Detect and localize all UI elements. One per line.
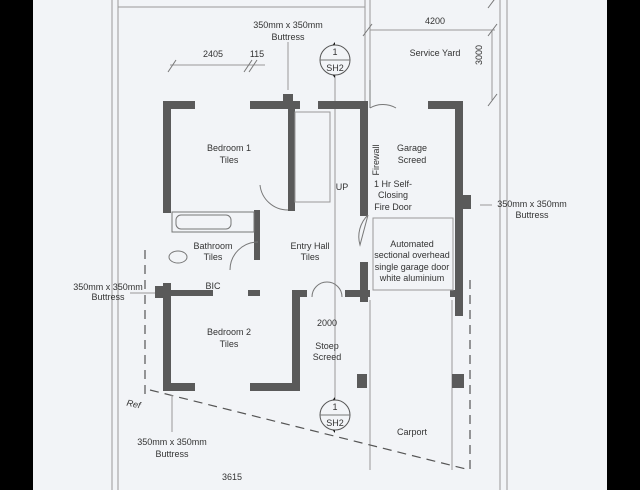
bathroom-label: Bathroom bbox=[193, 241, 232, 251]
dimension-3000: 3000 bbox=[474, 45, 484, 65]
buttress-label-top-2: Buttress bbox=[271, 32, 305, 42]
section-sheet: SH2 bbox=[326, 63, 344, 73]
fixtures bbox=[168, 80, 454, 298]
section-marker-top: 1 SH2 bbox=[319, 42, 351, 78]
dimension-115: 115 bbox=[250, 49, 264, 59]
buttress-label-top: 350mm x 350mm bbox=[253, 20, 323, 30]
stoep-floor: Screed bbox=[313, 352, 342, 362]
dimension-2000: 2000 bbox=[317, 318, 337, 328]
fire-door-label-1: 1 Hr Self- bbox=[374, 179, 412, 189]
bedroom1-floor: Tiles bbox=[220, 155, 239, 165]
bedroom1-label: Bedroom 1 bbox=[207, 143, 251, 153]
garage-door-label-4: white aluminium bbox=[379, 273, 445, 283]
entry-hall-floor: Tiles bbox=[301, 252, 320, 262]
bic-label: BIC bbox=[205, 281, 221, 291]
ref-annotation: Ref bbox=[126, 398, 143, 411]
section-marker-bottom: 1 SH2 bbox=[319, 397, 351, 433]
stoep-label: Stoep bbox=[315, 341, 339, 351]
carport-label: Carport bbox=[397, 427, 428, 437]
dimension-4200: 4200 bbox=[425, 16, 445, 26]
fire-door-label-2: Closing bbox=[378, 190, 408, 200]
bedroom2-label: Bedroom 2 bbox=[207, 327, 251, 337]
garage-floor: Screed bbox=[398, 155, 427, 165]
walls bbox=[155, 94, 471, 391]
bathroom-floor: Tiles bbox=[204, 252, 223, 262]
buttress-label-right: 350mm x 350mm bbox=[497, 199, 567, 209]
buttress-label-right-2: Buttress bbox=[515, 210, 549, 220]
garage-door-label-1: Automated bbox=[390, 239, 434, 249]
garage-door-label-3: single garage door bbox=[375, 262, 450, 272]
buttress-label-left: 350mm x 350mm bbox=[73, 282, 143, 292]
stairs-up-label: UP bbox=[336, 182, 349, 192]
entry-hall-label: Entry Hall bbox=[290, 241, 329, 251]
dimension-2405: 2405 bbox=[203, 49, 223, 59]
section-number: 1 bbox=[332, 402, 337, 412]
buttress-label-left-2: Buttress bbox=[91, 292, 125, 302]
garage-door-label-2: sectional overhead bbox=[374, 250, 450, 260]
service-yard-label: Service Yard bbox=[410, 48, 461, 58]
boundary-lines bbox=[111, 0, 508, 490]
bedroom2-floor: Tiles bbox=[220, 339, 239, 349]
buttress-label-bottom: 350mm x 350mm bbox=[137, 437, 207, 447]
garage-label: Garage bbox=[397, 143, 427, 153]
dimension-3615: 3615 bbox=[222, 472, 242, 482]
section-number: 1 bbox=[332, 47, 337, 57]
buttress-label-bottom-2: Buttress bbox=[155, 449, 189, 459]
section-sheet: SH2 bbox=[326, 418, 344, 428]
paper-sheet bbox=[33, 0, 607, 490]
fire-door-label-3: Fire Door bbox=[374, 202, 412, 212]
firewall-label: Firewall bbox=[371, 144, 381, 175]
